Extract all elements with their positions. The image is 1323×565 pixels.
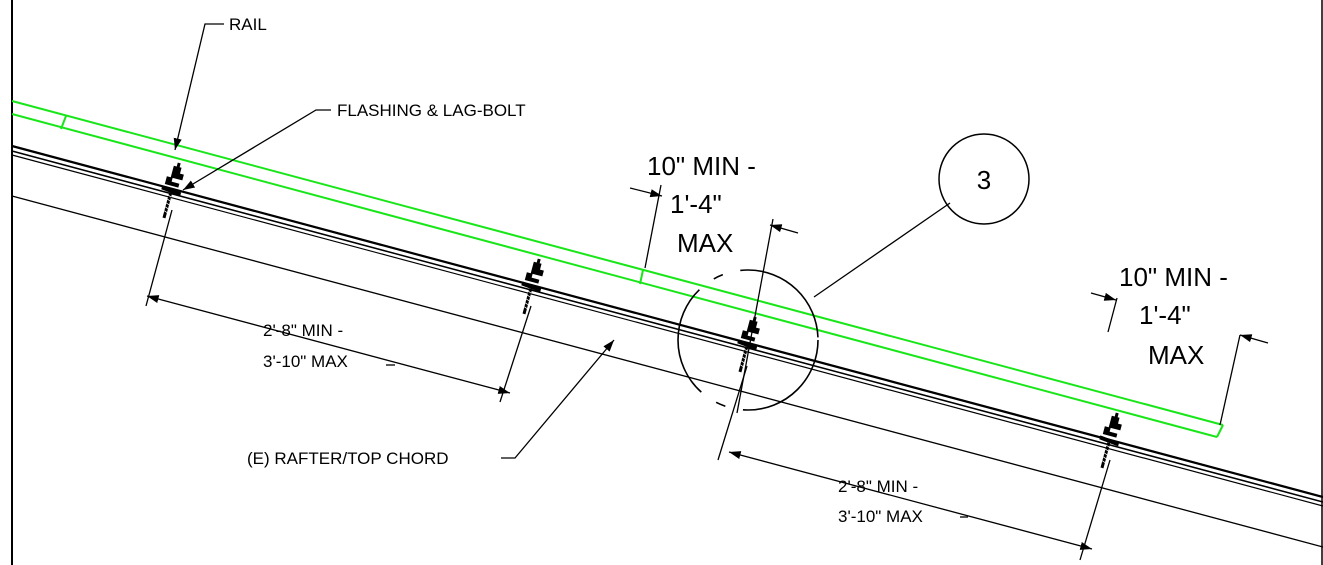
dim-right-line1: 2'-8" MIN - (838, 477, 918, 496)
overhang-mid-line1: 10" MIN - (647, 151, 756, 181)
detail-callout-number: 3 (977, 165, 991, 195)
flashing-label: FLASHING & LAG-BOLT (337, 101, 526, 120)
extension-lines (145, 184, 1241, 561)
drawing-border (11, 0, 1323, 565)
rafter-top-chord (11, 144, 1323, 548)
rail-outline (11, 100, 1224, 438)
overhang-mid-line2: 1'-4" (670, 189, 722, 219)
overhang-mid-line3: MAX (677, 228, 733, 258)
overhang-right-line3: MAX (1148, 340, 1204, 370)
detail-circle (677, 269, 819, 411)
overhang-right-line2: 1'-4" (1139, 300, 1191, 330)
flashing-leader (182, 109, 331, 191)
dim-right-line2: 3'-10" MAX (838, 507, 923, 526)
dim-label-leaders (386, 364, 968, 518)
rail-leader (173, 23, 224, 151)
dim-left-line2: 3'-10" MAX (263, 352, 348, 371)
dim-left-line1: 2'-8" MIN - (263, 321, 343, 340)
rafter-label: (E) RAFTER/TOP CHORD (247, 449, 449, 468)
rail-label: RAIL (229, 15, 267, 34)
detail-callout-bubble (813, 133, 1030, 298)
dimension-lines (146, 187, 1269, 550)
overhang-right-line1: 10" MIN - (1119, 262, 1228, 292)
rafter-leader (501, 339, 615, 459)
